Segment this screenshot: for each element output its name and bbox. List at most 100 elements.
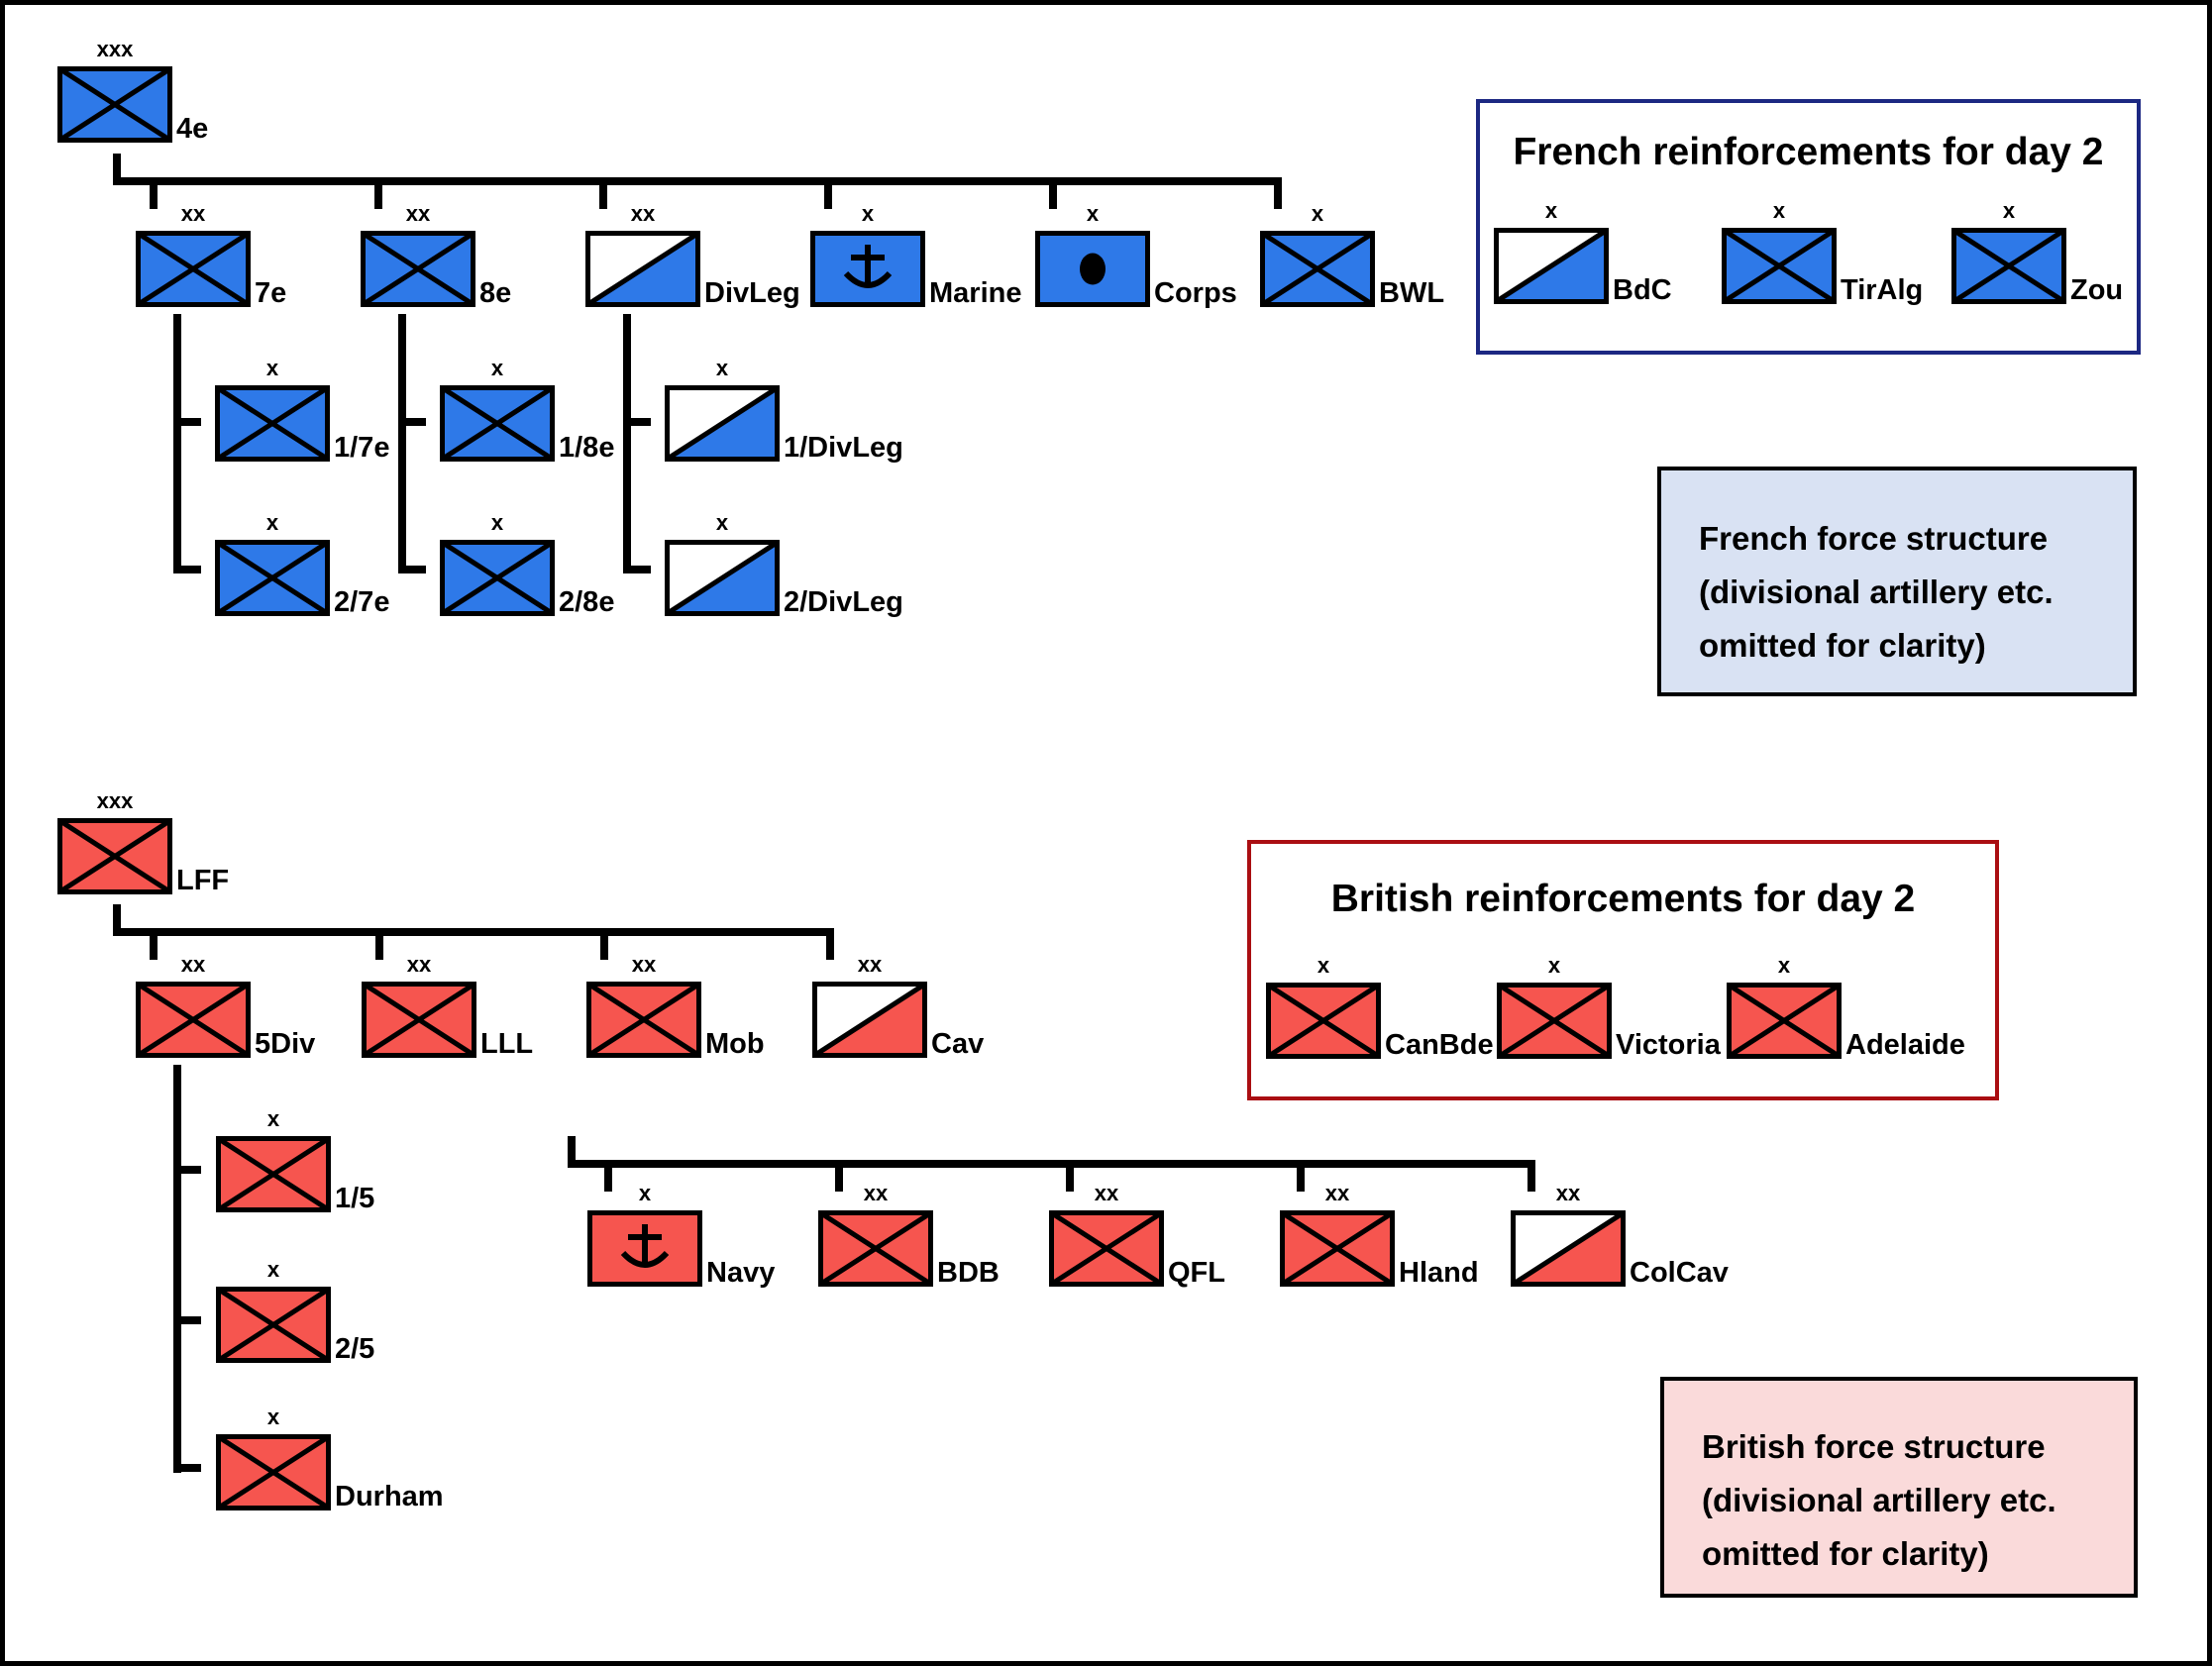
unit-echelon-2-DivLeg: x (715, 510, 729, 535)
unit-box-TirAlg (1722, 228, 1837, 304)
connector-line (181, 1166, 201, 1174)
unit-name-Zou: Zou (2070, 274, 2124, 306)
connector-line (835, 1168, 843, 1192)
connector-line (1527, 1168, 1535, 1192)
unit-box-7e (136, 231, 251, 307)
unit-echelon-1-5: x (266, 1106, 280, 1131)
infantry-symbol-icon (1722, 228, 1837, 304)
connector-line (113, 904, 121, 930)
infantry-symbol-icon (136, 982, 251, 1058)
connector-line (173, 1065, 181, 1473)
unit-box-LLL (362, 982, 476, 1058)
infantry-symbol-icon (818, 1210, 933, 1287)
connector-line (824, 185, 832, 209)
unit-echelon-1-8e: x (490, 356, 504, 380)
connector-line (181, 566, 201, 573)
infantry-symbol-icon (362, 982, 476, 1058)
unit-box-1-7e (215, 385, 330, 462)
unit-name-Victoria: Victoria (1616, 1029, 1721, 1061)
cavalry-symbol-icon (665, 385, 780, 462)
infantry-symbol-icon (1260, 231, 1375, 307)
unit-echelon-Zou: x (2002, 198, 2016, 223)
unit-echelon-Hland: xx (1324, 1181, 1350, 1205)
naval-symbol-icon (587, 1210, 702, 1287)
infantry-symbol-icon (57, 818, 172, 894)
unit-box-2-5 (216, 1287, 331, 1363)
unit-name-Cav: Cav (931, 1028, 985, 1060)
unit-echelon-Cav: xx (857, 952, 883, 977)
unit-name-Adelaide: Adelaide (1845, 1029, 1965, 1061)
unit-echelon-Mob: xx (631, 952, 657, 977)
connector-line (150, 185, 158, 209)
unit-echelon-BDB: xx (863, 1181, 889, 1205)
unit-box-2-8e (440, 540, 555, 616)
unit-echelon-Navy: x (638, 1181, 652, 1205)
french-force-structure-note: French force structure (divisional artil… (1657, 467, 2137, 696)
unit-echelon-CanBde: x (1317, 953, 1330, 978)
unit-name-DivLeg: DivLeg (704, 277, 800, 309)
infantry-symbol-icon (1049, 1210, 1164, 1287)
connector-line (398, 314, 406, 573)
unit-name-1-5: 1/5 (335, 1183, 375, 1214)
infantry-symbol-icon (215, 540, 330, 616)
connector-line (173, 314, 181, 573)
unit-box-Marine (810, 231, 925, 307)
cavalry-symbol-icon (1511, 1210, 1626, 1287)
naval-symbol-icon (810, 231, 925, 307)
unit-name-2-5: 2/5 (335, 1333, 375, 1365)
unit-name-Hland: Hland (1399, 1257, 1479, 1289)
unit-box-Zou (1951, 228, 2066, 304)
note-line: (divisional artillery etc. (1702, 1482, 2056, 1518)
british-force-structure-note: British force structure (divisional arti… (1660, 1377, 2138, 1598)
connector-line (113, 177, 1282, 185)
connector-line (623, 314, 631, 573)
unit-echelon-2-8e: x (490, 510, 504, 535)
connector-line (150, 936, 158, 960)
infantry-symbol-icon (136, 231, 251, 307)
unit-box-LFF (57, 818, 172, 894)
unit-box-Adelaide (1727, 983, 1842, 1059)
unit-echelon-2-5: x (266, 1257, 280, 1282)
infantry-symbol-icon (216, 1287, 331, 1363)
connector-line (406, 418, 426, 426)
hq-dot-symbol-icon (1035, 231, 1150, 307)
connector-line (1297, 1168, 1305, 1192)
unit-box-1-5 (216, 1136, 331, 1212)
unit-box-1-8e (440, 385, 555, 462)
connector-line (631, 566, 651, 573)
infantry-symbol-icon (1727, 983, 1842, 1059)
infantry-symbol-icon (1266, 983, 1381, 1059)
unit-name-1-7e: 1/7e (334, 432, 390, 464)
unit-box-DivLeg (585, 231, 700, 307)
connector-line (604, 1168, 612, 1192)
unit-name-Marine: Marine (929, 277, 1022, 309)
unit-name-LFF: LFF (176, 865, 230, 896)
unit-box-Corps (1035, 231, 1150, 307)
unit-box-CanBde (1266, 983, 1381, 1059)
unit-box-ColCav (1511, 1210, 1626, 1287)
unit-echelon-BdC: x (1544, 198, 1558, 223)
connector-line (181, 1464, 201, 1472)
unit-echelon-QFL: xx (1094, 1181, 1119, 1205)
connector-line (1049, 185, 1057, 209)
unit-name-BdC: BdC (1613, 274, 1672, 306)
unit-box-5Div (136, 982, 251, 1058)
unit-box-2-DivLeg (665, 540, 780, 616)
connector-line (181, 418, 201, 426)
connector-line (631, 418, 651, 426)
unit-echelon-DivLeg: xx (630, 201, 656, 226)
connector-line (568, 1136, 576, 1168)
unit-name-2-7e: 2/7e (334, 586, 390, 618)
unit-echelon-ColCav: xx (1555, 1181, 1581, 1205)
infantry-symbol-icon (1951, 228, 2066, 304)
unit-echelon-TirAlg: x (1772, 198, 1786, 223)
cavalry-symbol-icon (585, 231, 700, 307)
unit-box-Cav (812, 982, 927, 1058)
unit-name-2-DivLeg: 2/DivLeg (784, 586, 903, 618)
infantry-symbol-icon (215, 385, 330, 462)
infantry-symbol-icon (586, 982, 701, 1058)
unit-name-CanBde: CanBde (1385, 1029, 1494, 1061)
unit-box-Hland (1280, 1210, 1395, 1287)
unit-echelon-BWL: x (1311, 201, 1324, 226)
